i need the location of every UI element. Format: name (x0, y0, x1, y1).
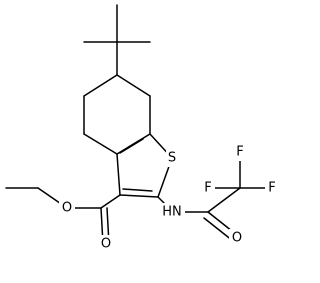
atom-ester-oxygen: O (62, 201, 72, 216)
atom-amine-nh: HN (162, 205, 182, 220)
bond (83, 74, 118, 97)
atom-fluorine-right: F (268, 181, 275, 196)
bond (203, 217, 234, 242)
atom-amide-oxygen: O (232, 231, 242, 246)
bond (100, 194, 121, 209)
bond (122, 188, 153, 192)
atom-fluorine-top: F (236, 145, 243, 160)
bond (116, 153, 121, 196)
molecule-structure: S HN O O O F F F (5, 4, 279, 253)
bond (119, 138, 144, 154)
bond (119, 194, 159, 198)
atom-sulfur: S (168, 151, 176, 166)
atom-carbonyl-oxygen: O (101, 237, 111, 252)
bond (207, 187, 241, 213)
atom-label-layer: S HN O O O F F F (59, 143, 279, 253)
bond (116, 74, 151, 97)
bond (83, 133, 118, 155)
bond-layer (5, 4, 273, 245)
atom-fluorine-left: F (204, 181, 211, 196)
